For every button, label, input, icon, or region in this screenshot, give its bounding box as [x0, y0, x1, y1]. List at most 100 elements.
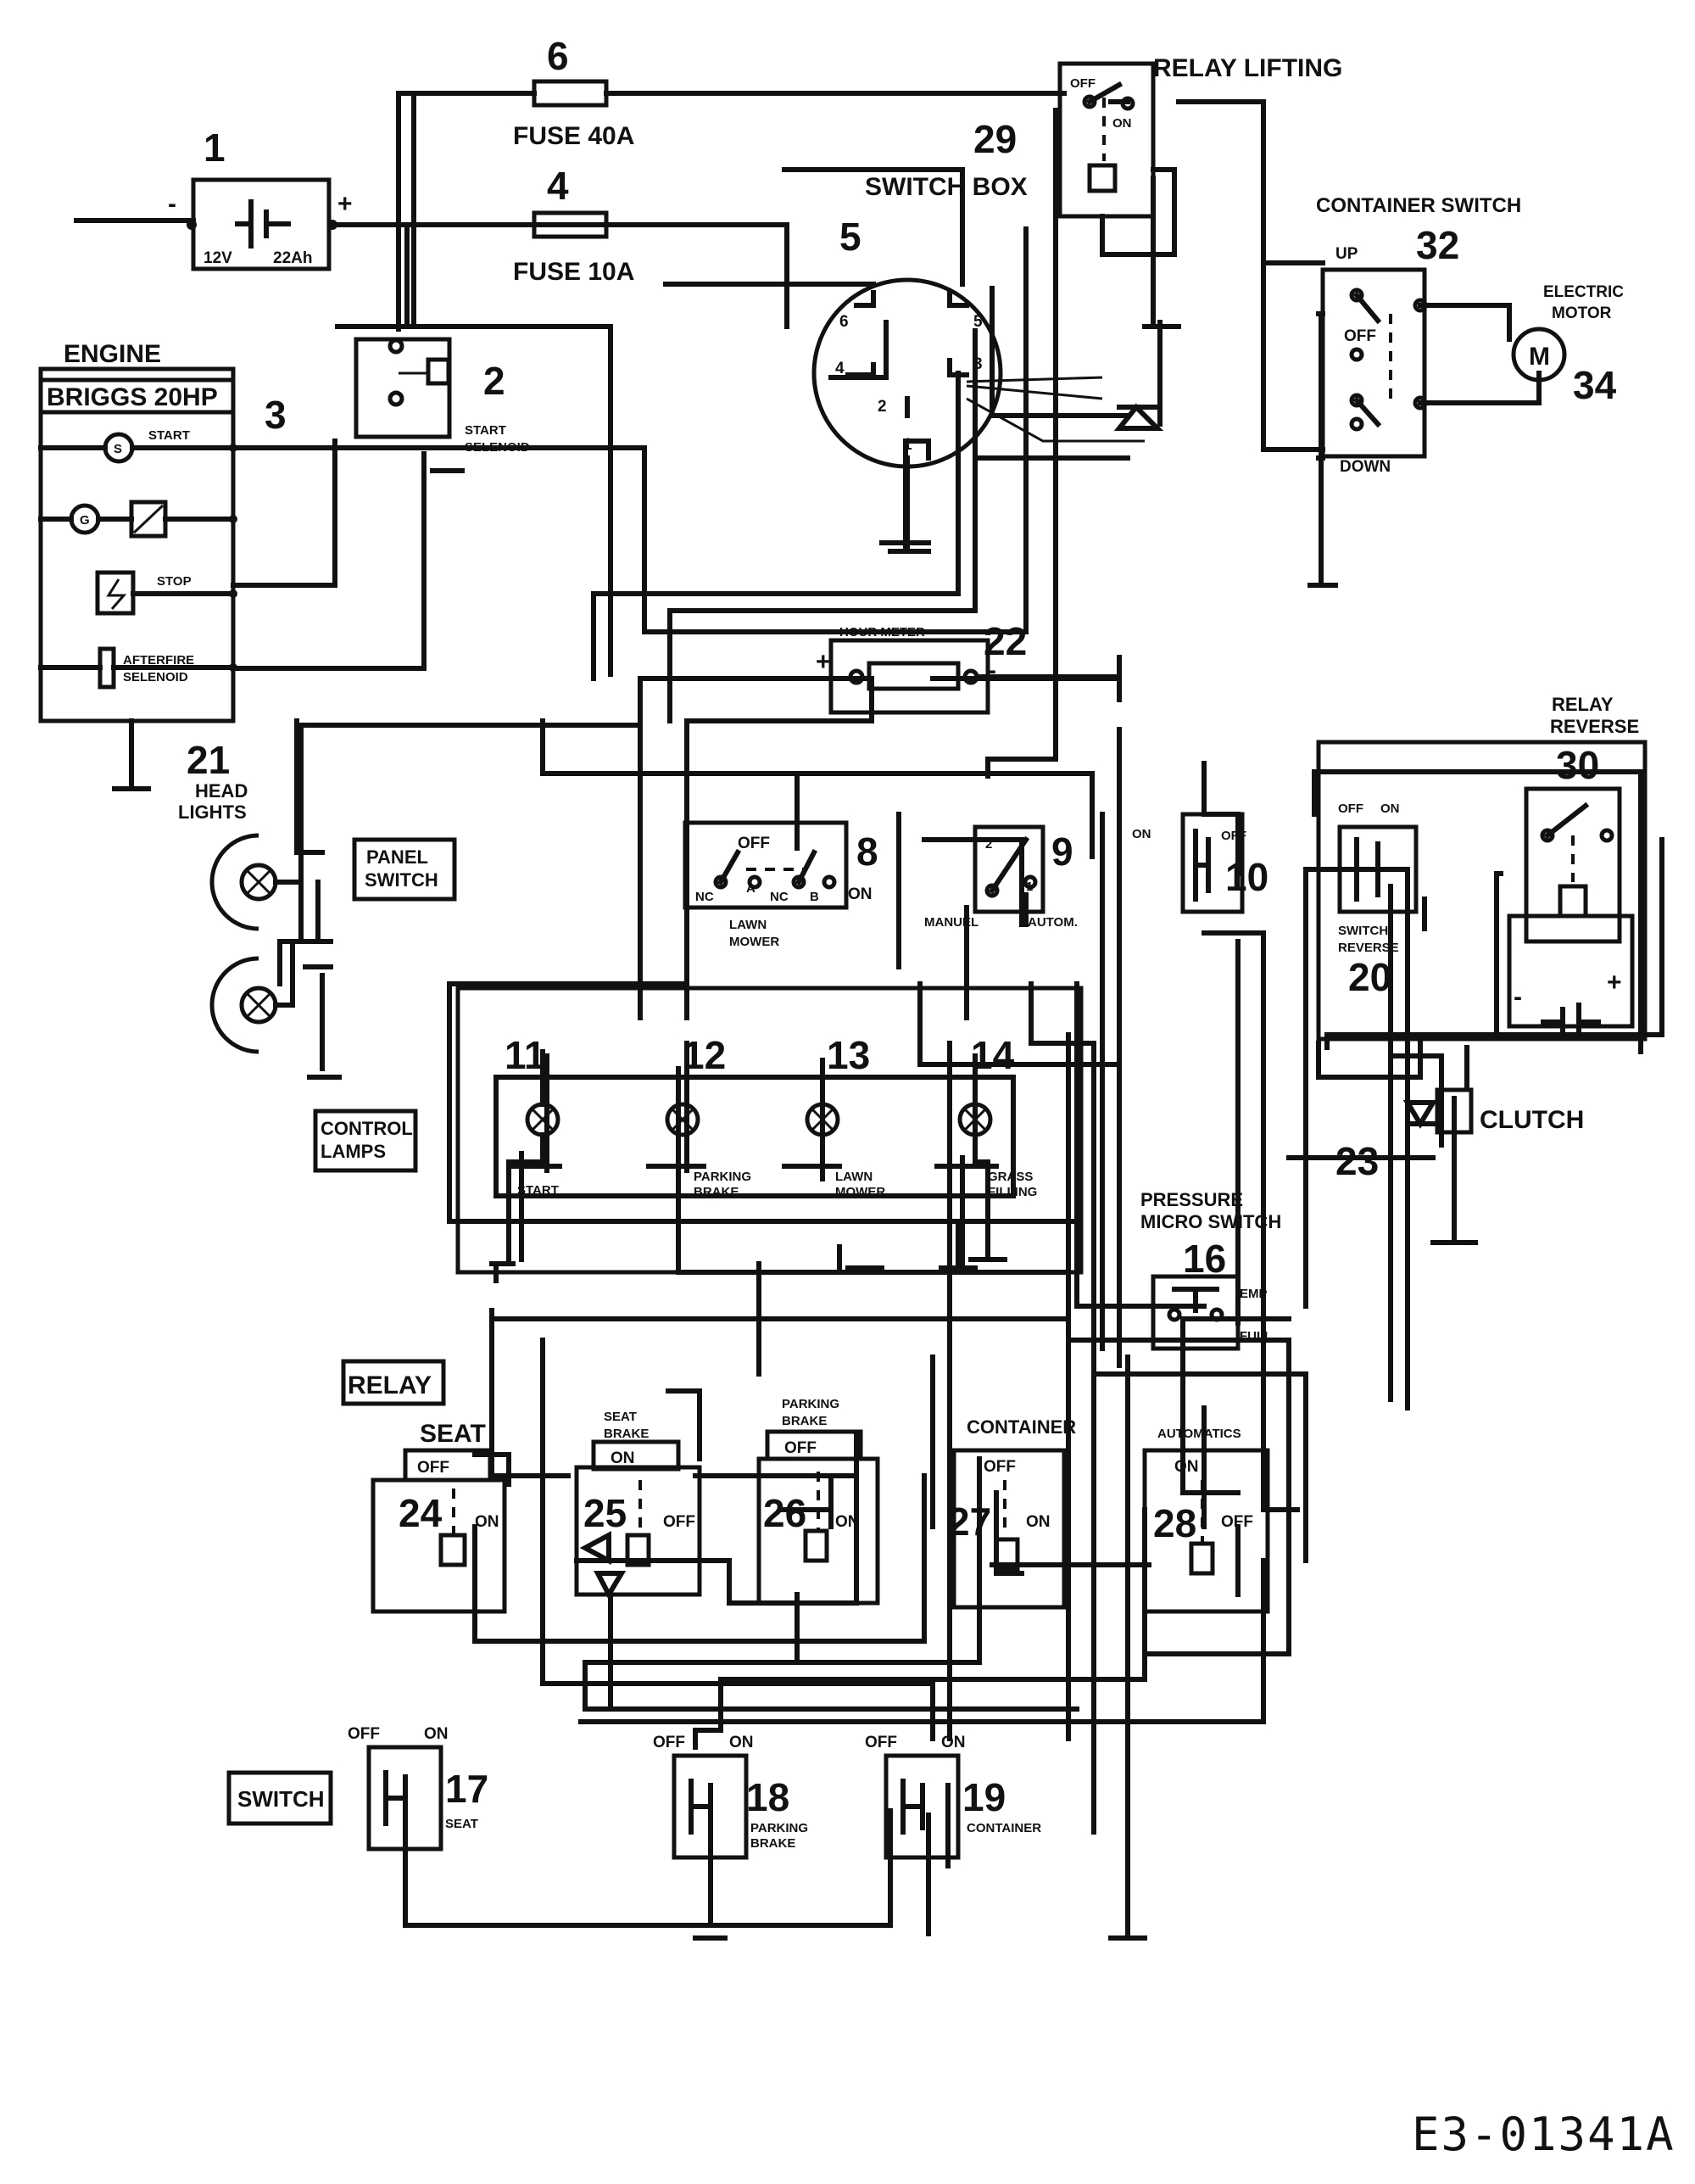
switch-10-off: OFF	[1221, 829, 1246, 843]
switch-box-t3: 3	[973, 355, 983, 373]
battery-neg: -	[168, 190, 176, 218]
electric-motor-label-2: MOTOR	[1552, 304, 1612, 322]
fuse-10a-label: FUSE 10A	[513, 258, 634, 286]
fuse-40a-label: FUSE 40A	[513, 122, 634, 150]
switch-reverse-number: 20	[1348, 955, 1391, 999]
container-switch-up: UP	[1335, 245, 1358, 263]
switch-container-off: OFF	[865, 1734, 897, 1751]
relay-reverse-plus: +	[1607, 969, 1622, 997]
lawn-mower-switch-number: 8	[856, 829, 878, 874]
lawn-mower-switch-off: OFF	[738, 835, 770, 852]
clutch-label: CLUTCH	[1480, 1106, 1584, 1134]
engine-title: ENGINE	[64, 340, 161, 368]
relay-seat-brake-number: 25	[583, 1491, 627, 1535]
head-lights: 21 HEAD LIGHTS	[178, 723, 638, 1054]
lawn-mower-switch-a: A	[746, 881, 756, 896]
switch-box-t4: 4	[835, 360, 845, 377]
switch-10-on: ON	[1132, 827, 1151, 841]
container-switch-label: CONTAINER SWITCH	[1316, 194, 1521, 217]
panel-switch-label-1: PANEL	[366, 846, 428, 868]
switch-box-t6: 6	[839, 313, 849, 331]
relay-section-label: RELAY	[348, 1371, 432, 1399]
relay-seat-brake: SEAT BRAKE ON OFF 25	[574, 1410, 702, 1600]
start-selenoid: 2 START SELENOID	[354, 337, 530, 455]
pressure-switch-full: FULL	[1240, 1329, 1272, 1343]
fuse-10a-number: 4	[547, 164, 569, 208]
relay-reverse-number: 30	[1556, 743, 1599, 787]
head-lights-label-2: LIGHTS	[178, 802, 247, 823]
manual-auto-switch-number: 9	[1051, 829, 1073, 874]
switch-box-label: SWITCH BOX	[865, 173, 1028, 201]
engine-afterfire-1: AFTERFIRE	[123, 653, 194, 667]
battery-voltage: 12V	[204, 249, 232, 267]
engine-stop-label: STOP	[157, 574, 192, 589]
switch-box-t5: 5	[973, 313, 983, 331]
hour-meter-label: HOUR METER	[839, 625, 925, 640]
lamp-13: 13 LAWN MOWER	[805, 1033, 885, 1199]
control-lamps-label-box: CONTROL LAMPS	[313, 1109, 418, 1173]
switch-reverse-label-2: REVERSE	[1338, 941, 1399, 955]
engine-start-label: START	[148, 428, 190, 443]
switch-seat-number: 17	[445, 1767, 488, 1811]
lawn-mower-switch-label-2: MOWER	[729, 935, 779, 949]
control-lamps-label-1: CONTROL	[321, 1118, 413, 1139]
manual-auto-switch-manual: MANUEL	[924, 915, 979, 930]
relay-seat-brake-off: OFF	[663, 1513, 695, 1531]
electric-motor: M ELECTRIC MOTOR 34	[1511, 283, 1624, 407]
relay-section: RELAY SEAT OFF ON 24 SEAT BRAKE ON OFF 2…	[341, 1359, 1270, 1614]
lamp-12-number: 12	[683, 1033, 726, 1077]
lamp-13-label-1: LAWN	[835, 1170, 873, 1184]
relay-automatics-number: 28	[1153, 1501, 1196, 1545]
clutch: CLUTCH 23	[1335, 1087, 1584, 1183]
lamp-12-label-2: BRAKE	[694, 1185, 739, 1199]
switch-box-t1: 1	[903, 436, 912, 454]
switch-box-t2: 2	[878, 398, 887, 416]
electric-motor-symbol: M	[1529, 343, 1550, 371]
engine-model: BRIGGS 20HP	[47, 383, 218, 411]
lamp-12: 12 PARKING BRAKE	[665, 1033, 751, 1199]
switch-container-on: ON	[941, 1734, 966, 1751]
switch-reverse: OFF ON SWITCH REVERSE 20	[1337, 802, 1419, 999]
relay-seat: SEAT OFF ON 24	[371, 1420, 507, 1614]
pressure-switch-label-2: MICRO SWITCH	[1140, 1211, 1281, 1232]
start-selenoid-label-1: START	[465, 423, 506, 438]
lawn-mower-switch-label-1: LAWN	[729, 918, 767, 932]
switch-parking-brake-number: 18	[746, 1775, 789, 1819]
container-switch-off: OFF	[1344, 327, 1376, 345]
switch-reverse-label-1: SWITCH	[1338, 924, 1388, 938]
lawn-mower-switch-b: B	[810, 890, 819, 904]
engine-gen-symbol: G	[80, 513, 90, 528]
lawn-mower-switch: 8 OFF ON NC A NC B LAWN MOWER	[683, 820, 878, 949]
pressure-switch-label-1: PRESSURE	[1140, 1189, 1243, 1210]
relay-lifting-off: OFF	[1070, 76, 1096, 91]
pressure-switch: PRESSURE MICRO SWITCH 16 EMP FULL	[1140, 1189, 1281, 1351]
engine-start-symbol: S	[114, 442, 122, 456]
container-switch-down: DOWN	[1340, 458, 1391, 476]
relay-parking-brake-number: 26	[763, 1491, 806, 1535]
relay-seat-brake-title-1: SEAT	[604, 1410, 637, 1424]
engine: ENGINE BRIGGS 20HP 3 S START G STOP AFTE…	[38, 340, 287, 723]
switch-section-label: SWITCH	[237, 1786, 325, 1812]
relay-parking-brake-off: OFF	[784, 1439, 817, 1457]
start-selenoid-number: 2	[483, 359, 505, 403]
pressure-switch-emp: EMP	[1240, 1287, 1268, 1301]
electric-motor-label-1: ELECTRIC	[1543, 283, 1624, 301]
switch-parking-brake-label-2: BRAKE	[750, 1836, 795, 1851]
relay-reverse: RELAY REVERSE 30 - +	[1316, 694, 1648, 1042]
lawn-mower-switch-on: ON	[848, 885, 873, 903]
relay-lifting: RELAY LIFTING OFF ON 29	[973, 54, 1342, 257]
switch-box-number: 5	[839, 215, 861, 259]
switch-parking-brake-off: OFF	[653, 1734, 685, 1751]
switch-10: 10 ON OFF	[1132, 812, 1268, 914]
battery-pos: +	[337, 190, 353, 218]
container-switch-number: 32	[1416, 223, 1459, 267]
relay-reverse-label-2: REVERSE	[1550, 716, 1639, 737]
lamp-11: 11 START	[505, 1033, 560, 1262]
pressure-switch-number: 16	[1183, 1237, 1226, 1281]
switch-seat-off: OFF	[348, 1725, 380, 1743]
relay-reverse-minus: -	[1514, 983, 1522, 1011]
relay-seat-off: OFF	[417, 1459, 449, 1477]
relay-parking-brake-on: ON	[835, 1513, 860, 1531]
switch-seat-on: ON	[424, 1725, 449, 1743]
